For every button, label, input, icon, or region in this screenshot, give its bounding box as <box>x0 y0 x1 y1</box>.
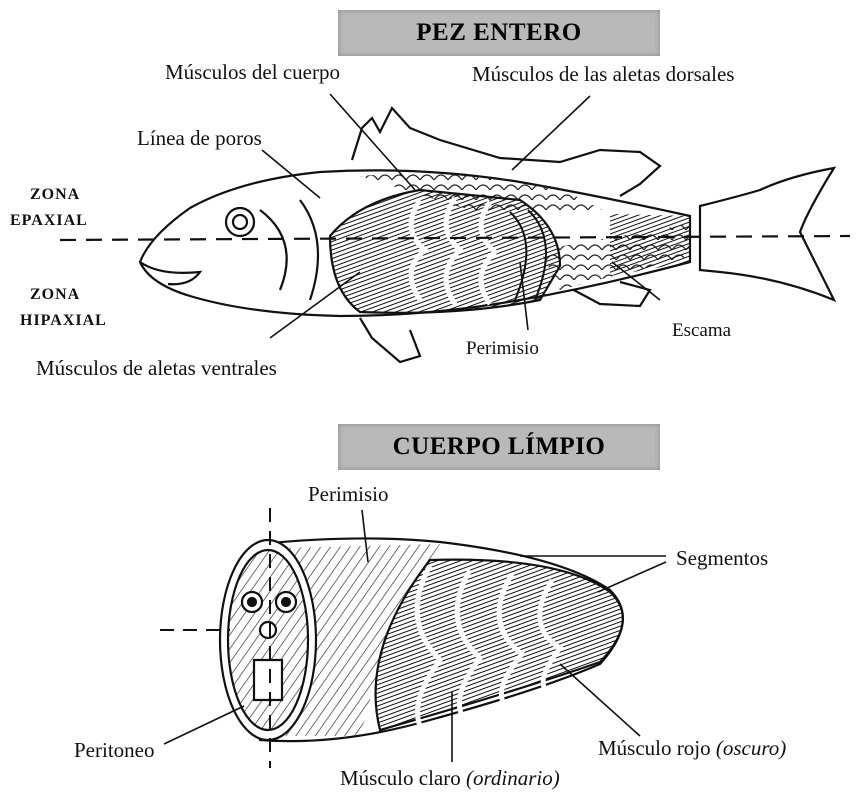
label-perimysium-bottom: Perimisio <box>308 482 389 507</box>
label-light-muscle-note: (ordinario) <box>466 766 560 790</box>
label-red-muscle-note: (oscuro) <box>716 736 786 760</box>
label-zona-epaxial-1: ZONA <box>30 186 80 204</box>
label-red-muscle-name: Músculo rojo <box>598 736 711 760</box>
ventral-fin <box>360 318 420 362</box>
label-peritoneum: Peritoneo <box>74 738 154 763</box>
label-light-muscle: Músculo claro (ordinario) <box>340 766 560 791</box>
tail-fin <box>700 168 834 300</box>
label-ventral-fin-muscles: Músculos de aletas ventrales <box>36 356 277 381</box>
label-scale: Escama <box>672 320 731 342</box>
label-red-muscle: Músculo rojo (oscuro) <box>598 736 786 761</box>
label-zona-epaxial-2: EPAXIAL <box>10 212 88 230</box>
label-zona-hipaxial-2: HIPAXIAL <box>20 312 107 330</box>
muscle-segments <box>376 560 623 730</box>
label-dorsal-fin-muscles: Músculos de las aletas dorsales <box>472 62 734 87</box>
label-pore-line: Línea de poros <box>137 126 262 151</box>
label-light-muscle-name: Músculo claro <box>340 766 461 790</box>
label-body-muscles: Músculos del cuerpo <box>165 60 340 85</box>
label-segments: Segmentos <box>676 546 768 571</box>
clean-body-drawing <box>220 538 623 741</box>
label-perimysium-top: Perimisio <box>466 338 539 360</box>
label-zona-hipaxial-1: ZONA <box>30 286 80 304</box>
